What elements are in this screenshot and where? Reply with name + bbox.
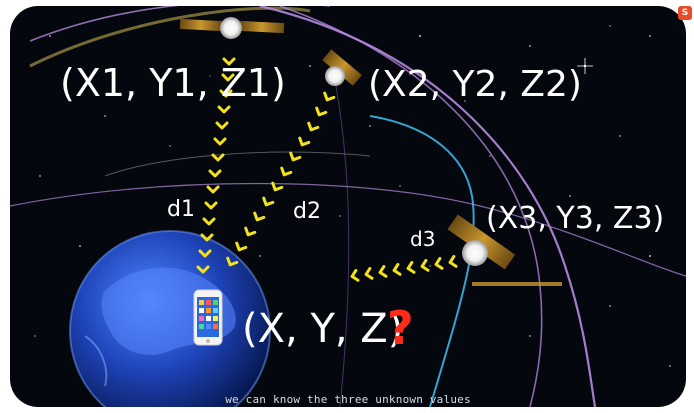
receiver-coordinates-label: (X, Y, Z) xyxy=(242,306,403,352)
satellite-2 xyxy=(322,49,362,86)
question-mark: ? xyxy=(387,301,414,355)
sat3-coordinates-label: (X3, Y3, Z3) xyxy=(486,201,664,236)
earth-globe xyxy=(69,230,271,407)
sat2-coordinates-label: (X2, Y2, Z2) xyxy=(368,64,582,105)
video-frame: (X1, Y1, Z1) (X2, Y2, Z2) (X3, Y3, Z3) d… xyxy=(10,6,686,407)
starfield xyxy=(34,25,671,367)
gps-trilateration-illustration: (X1, Y1, Z1) (X2, Y2, Z2) (X3, Y3, Z3) d… xyxy=(10,6,686,407)
channel-logo-icon: S xyxy=(678,6,692,20)
distance-d2-label: d2 xyxy=(293,199,321,224)
satellite-3 xyxy=(447,214,562,286)
orbit-lines xyxy=(10,6,686,407)
distance-d1-label: d1 xyxy=(167,197,195,222)
sat1-coordinates-label: (X1, Y1, Z1) xyxy=(60,61,286,105)
satellite-1 xyxy=(179,17,285,39)
video-subtitle: we can know the three unknown values xyxy=(225,393,471,406)
phone-receiver-icon xyxy=(193,289,223,346)
signal-path-3 xyxy=(349,254,458,283)
distance-d3-label: d3 xyxy=(410,227,435,251)
signal-path-2 xyxy=(224,91,336,269)
